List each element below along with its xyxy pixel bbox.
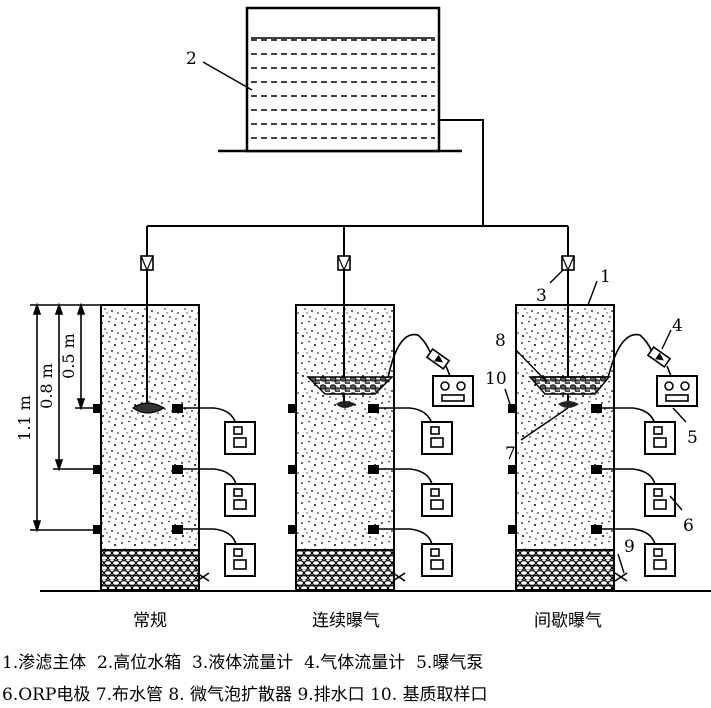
high-water-tank [218,6,462,153]
dimension-label-0-5m: 0.5 m [59,333,78,379]
callout-10: 10 [485,369,507,389]
callout-9: 9 [624,537,635,557]
column-conventional [93,270,256,591]
callout-3: 3 [536,286,547,306]
callout-7: 7 [505,444,516,464]
callout-4: 4 [672,316,683,336]
column-label-continuous: 连续曝气 [312,611,380,631]
liquid-flowmeter-3 [561,255,575,271]
liquid-flowmeter-2 [337,255,351,271]
supply-pipes [146,119,569,256]
column-continuous-aeration [288,270,474,591]
legend-line-2: 6.ORP电极 7.布水管 8. 微气泡扩散器 9.排水口 10. 基质取样口 [2,685,488,705]
dimension-label-0-8m: 0.8 m [37,363,56,409]
callout-leaders [202,61,687,574]
column-label-conventional: 常规 [133,611,167,631]
dimension-lines [30,302,101,533]
callout-2: 2 [186,49,197,69]
liquid-flowmeter-1 [140,255,154,271]
callout-8: 8 [495,331,506,351]
column-label-intermittent: 间歇曝气 [534,611,602,631]
legend-line-1: 1.渗滤主体 2.高位水箱 3.液体流量计 4.气体流量计 5.曝气泵 [2,653,483,673]
callout-6: 6 [683,516,694,536]
column-intermittent-aeration [508,270,698,591]
callout-5: 5 [687,428,698,448]
callout-1: 1 [600,267,611,287]
dimension-label-1-1m: 1.1 m [15,395,34,441]
